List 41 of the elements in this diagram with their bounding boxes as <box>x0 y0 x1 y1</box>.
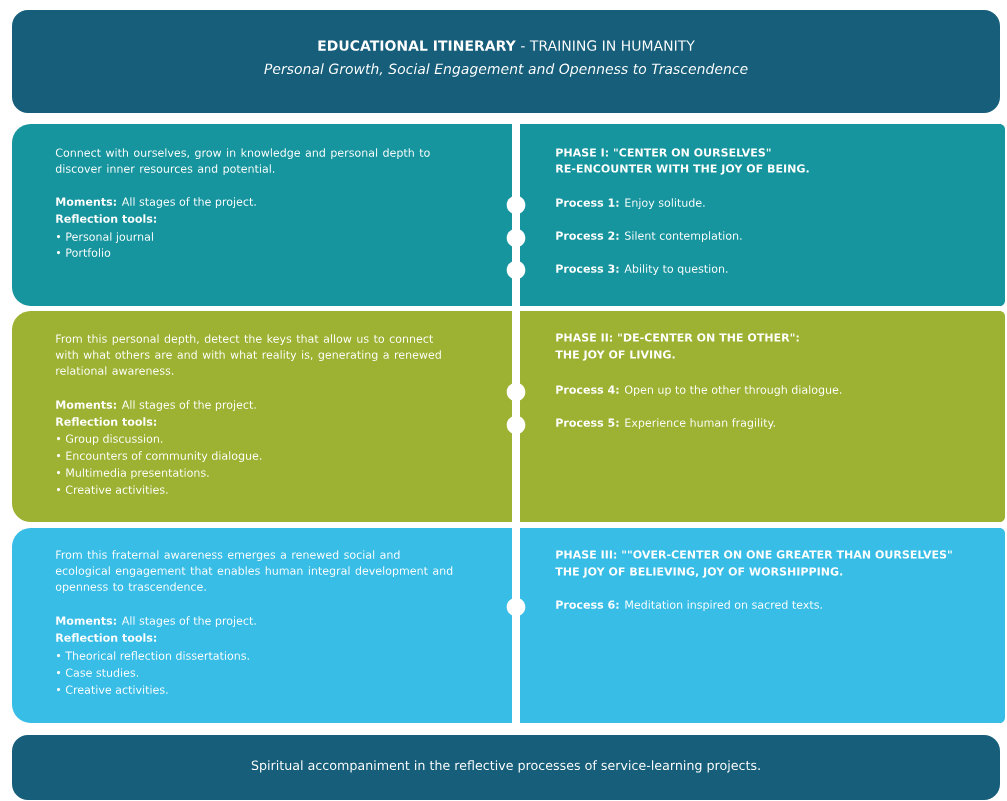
footer-text: Spiritual accompaniment in the reflective processes of service-learning projects. <box>251 760 760 773</box>
phase-heading: PHASE II: "DE-CENTER ON THE OTHER": <box>556 333 799 342</box>
moments-text: Moments: All stages of the project. <box>56 400 256 411</box>
description-text: From this fraternal awareness emerges a renewed social and ecological engagement that enables human integral development and openness to trascendence. <box>55 550 453 593</box>
phase-heading: PHASE III: ""OVER-CENTER ON ONE GREATER THAN OURSELVES" <box>556 550 952 559</box>
bullet-item: • Case studies. <box>56 668 138 677</box>
process-text: Process 1: Enjoy solitude. <box>556 198 705 209</box>
header-banner <box>12 10 1000 113</box>
panel <box>520 311 1005 522</box>
phase-heading: RE-ENCOUNTER WITH THE JOY OF BEING. <box>556 164 809 175</box>
description-text: Connect with ourselves, grow in knowledge and personal depth to discover inner resources and potential. <box>55 148 430 175</box>
bullet-item: • Group discussion. <box>56 434 163 445</box>
panel <box>520 528 1005 723</box>
bullet-item: • Multimedia presentations. <box>56 468 209 479</box>
process-text: Process 6: Meditation inspired on sacred texts. <box>556 600 822 611</box>
subtitle: Personal Growth, Social Engagement and Openness to Trascendence <box>264 63 748 77</box>
tools-heading: Reflection tools: <box>56 214 157 223</box>
process-text: Process 5: Experience human fragility. <box>556 418 775 429</box>
process-text: Process 4: Open up to the other through dialogue. <box>556 385 842 396</box>
bullet-item: • Creative activities. <box>56 685 168 694</box>
tools-heading: Reflection tools: <box>56 417 157 426</box>
title: EDUCATIONAL ITINERARY - TRAINING IN HUMANITY <box>318 40 695 51</box>
tools-heading: Reflection tools: <box>56 633 157 642</box>
bullet-item: • Personal journal <box>56 232 153 243</box>
phase-heading: THE JOY OF LIVING. <box>555 350 675 361</box>
panel <box>12 528 512 723</box>
panel <box>12 311 512 522</box>
moments-text: Moments: All stages of the project. <box>56 197 256 208</box>
process-text: Process 3: Ability to question. <box>556 264 728 275</box>
header-banner <box>12 735 1000 800</box>
panel <box>12 124 512 306</box>
moments-text: Moments: All stages of the project. <box>56 616 256 627</box>
bullet-item: • Creative activities. <box>56 485 168 494</box>
process-text: Process 2: Silent contemplation. <box>556 231 742 242</box>
bullet-item: • Encounters of community dialogue. <box>56 451 262 462</box>
description-text: From this personal depth, detect the keys that allow us to connect with what others are and with what reality is, generating a renewed relational awareness. <box>55 334 441 375</box>
phase-heading: PHASE I: "CENTER ON OURSELVES" <box>556 148 771 157</box>
panel <box>520 124 1005 306</box>
phase-heading: THE JOY OF BELIEVING, JOY OF WORSHIPPING. <box>555 567 843 578</box>
bullet-item: • Portfolio <box>56 248 111 257</box>
bullet-item: • Theorical reflection dissertations. <box>56 651 249 660</box>
